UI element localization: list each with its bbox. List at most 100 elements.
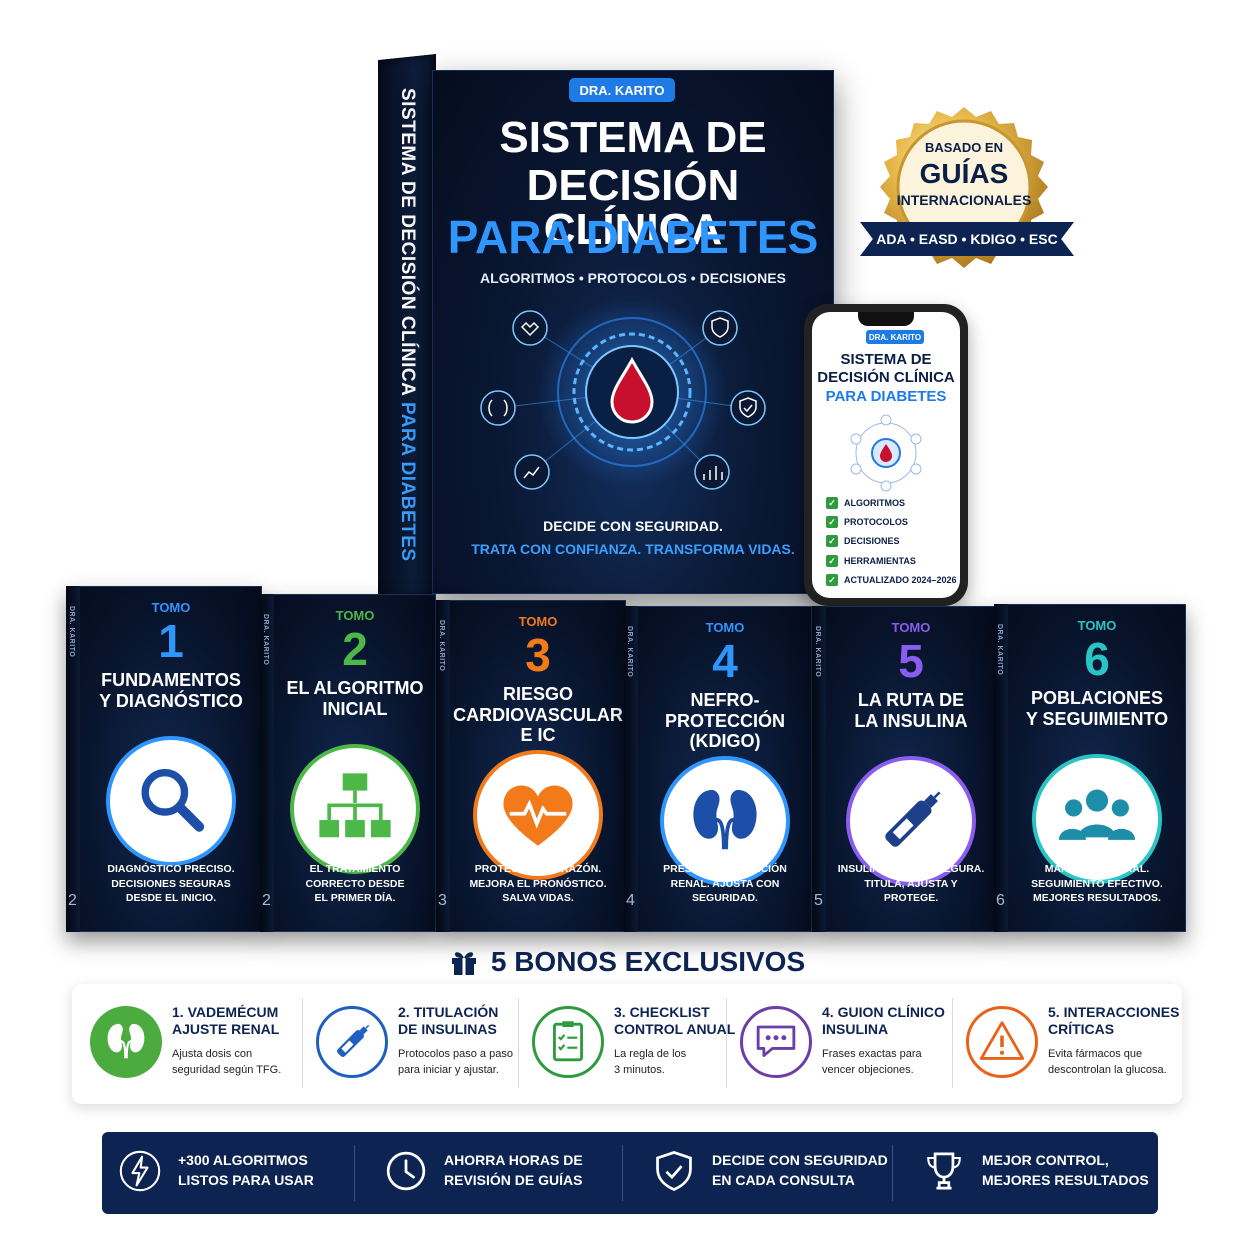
- spine-title: SISTEMA DE DECISIÓN CLÍNICA: [397, 88, 418, 397]
- phone-title-line3: PARA DIABETES: [825, 388, 947, 405]
- kidney-icon: [480, 390, 516, 426]
- tome-icon-circle: [473, 750, 603, 880]
- bono-title: 2. TITULACIÓN DE INSULINAS: [398, 1004, 499, 1037]
- tome-number: 3: [525, 629, 551, 681]
- flowchart-icon: [319, 773, 391, 838]
- benefit-divider: [622, 1145, 623, 1201]
- tome-label: TOMO: [1077, 618, 1117, 633]
- phone-item-2: ✓PROTOCOLOS: [826, 514, 908, 530]
- tome-icon-circle: [106, 736, 236, 866]
- benefits-bar: [102, 1132, 1158, 1214]
- benefit-icon: [116, 1147, 164, 1195]
- bono-icon-circle: [740, 1006, 812, 1078]
- bono-title: 5. INTERACCIONES CRÍTICAS: [1048, 1004, 1180, 1037]
- phone-item-1: ✓ALGORITMOS: [826, 495, 905, 511]
- lightning-icon: [119, 1150, 161, 1192]
- spine-title-highlight: PARA DIABETES: [397, 402, 418, 562]
- tome-spine-number: 5: [814, 892, 823, 909]
- tome-number: 4: [712, 635, 738, 687]
- benefit-icon: [382, 1147, 430, 1195]
- tome-spine-number: 2: [68, 892, 77, 909]
- bono-description: La regla de los 3 minutos.: [614, 1048, 687, 1076]
- check-icon: ✓: [826, 497, 838, 509]
- tome-label: TOMO: [335, 608, 375, 623]
- blood-drop-icon: [610, 356, 654, 424]
- benefit-icon: [650, 1147, 698, 1195]
- phone-item-4: ✓HERRAMIENTAS: [826, 553, 916, 569]
- cover-diagram: [480, 300, 766, 490]
- bono-description: Ajusta dosis con seguridad según TFG.: [172, 1048, 282, 1076]
- tome-spine-author: DRA. KARITO: [814, 626, 821, 678]
- gift-icon: [451, 952, 476, 975]
- check-icon: ✓: [826, 516, 838, 528]
- tome-description: MANEJO INTEGRAL. SEGUIMIENTO EFECTIVO. M…: [1031, 863, 1163, 905]
- tome-spine-number: 3: [438, 892, 447, 909]
- bonos-title: 5 BONOS EXCLUSIVOS: [490, 946, 806, 977]
- bono-divider: [302, 998, 303, 1088]
- bono-description: Protocolos paso a paso para iniciar y aj…: [398, 1048, 513, 1076]
- bono-title: 1. VADEMÉCUM AJUSTE RENAL: [172, 1004, 280, 1037]
- tome-label: TOMO: [705, 620, 745, 635]
- tome-icon-circle: [1032, 754, 1162, 884]
- tome-icon-circle: [290, 744, 420, 874]
- tome-description: EL TRATAMIENTO CORRECTO DESDE EL PRIMER …: [305, 863, 405, 905]
- bono-description: Evita fármacos que descontrolan la gluco…: [1048, 1048, 1167, 1076]
- tome-spine: [812, 606, 826, 932]
- bono-description: Frases exactas para vencer objeciones.: [822, 1048, 922, 1076]
- check-icon: ✓: [826, 574, 838, 586]
- tome-spine-author: DRA. KARITO: [262, 614, 269, 666]
- tome-description: PRESERVA LA FUNCIÓN RENAL. AJUSTA CON SE…: [663, 863, 787, 905]
- phone-notch: [858, 312, 914, 326]
- bonos-header: 5 BONOS EXCLUSIVOS: [0, 946, 1254, 978]
- tome-spine-author: DRA. KARITO: [626, 626, 633, 678]
- tome-spine: [624, 606, 638, 932]
- tome-title: FUNDAMENTOS Y DIAGNÓSTICO: [99, 670, 243, 711]
- author-badge: DRA. KARITO: [569, 78, 675, 102]
- cover-title-line3: PARA DIABETES: [447, 211, 819, 263]
- tome-icon-circle: [660, 756, 790, 886]
- bono-icon-circle: [316, 1006, 388, 1078]
- tome-spine: [66, 586, 80, 932]
- clipboard-check-icon: [553, 1021, 583, 1062]
- seal-line2: GUÍAS: [919, 158, 1009, 189]
- chat-bubble-icon: [756, 1025, 796, 1057]
- benefit-divider: [354, 1145, 355, 1201]
- magnifier-icon: [141, 769, 205, 832]
- phone-author-badge: DRA. KARITO: [866, 330, 924, 344]
- shield-check-icon: [656, 1151, 692, 1192]
- seal-ribbon: ADA • EASD • KDIGO • ESC: [860, 222, 1074, 256]
- insulin-pen-icon: [885, 791, 941, 847]
- shield-check-icon: [730, 390, 766, 426]
- cover-title-line2: DECISIÓN CLÍNICA: [526, 161, 740, 254]
- tome-label: TOMO: [518, 614, 558, 629]
- phone-item-3: ✓DECISIONES: [826, 533, 900, 549]
- tome-number: 2: [342, 623, 368, 675]
- tome-description: PROTEGE EL CORAZÓN. MEJORA EL PRONÓSTICO…: [469, 863, 607, 905]
- tome-title: LA RUTA DE LA INSULINA: [854, 690, 968, 731]
- tome-label: TOMO: [151, 600, 191, 615]
- bono-divider: [726, 998, 727, 1088]
- cover-tagline-2: TRATA CON CONFIANZA. TRANSFORMA VIDAS.: [471, 541, 795, 557]
- tome-icon-circle: [846, 756, 976, 886]
- tome-spine-author: DRA. KARITO: [68, 606, 75, 658]
- phone-diagram-icon: [850, 414, 922, 492]
- tome-title: EL ALGORITMO INICIAL: [286, 678, 424, 719]
- heart-pulse-icon: [503, 785, 573, 846]
- check-icon: ✓: [826, 535, 838, 547]
- tome-number: 5: [898, 635, 924, 687]
- bono-title: 3. CHECKLIST CONTROL ANUAL: [614, 1004, 736, 1037]
- tome-spine-number: 4: [626, 892, 635, 909]
- tome-number: 6: [1084, 633, 1110, 685]
- seal-line1: BASADO EN: [924, 140, 1003, 155]
- clock-icon: [386, 1151, 426, 1191]
- bar-chart-icon: [694, 454, 730, 490]
- tome-spine: [260, 594, 274, 932]
- kidneys-icon: [107, 1023, 145, 1059]
- phone-title-line2: DECISIÓN CLÍNICA: [817, 369, 955, 386]
- insulin-pen-icon: [337, 1024, 370, 1057]
- tome-spine-number: 2: [262, 892, 271, 909]
- seal-line3: INTERNACIONALES: [896, 192, 1032, 208]
